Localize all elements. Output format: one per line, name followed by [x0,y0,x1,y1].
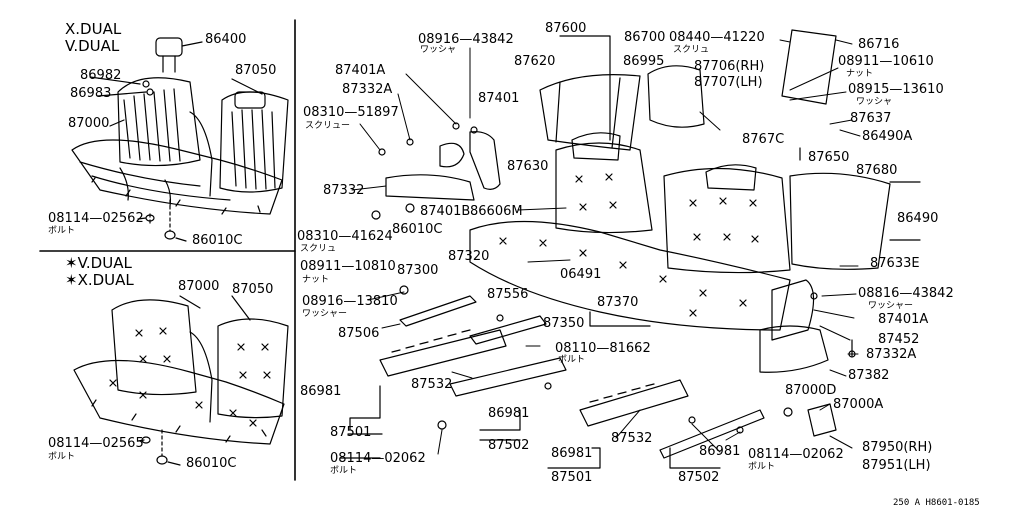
part-label: 08114—02562 [48,211,144,226]
part-label: 08310—41624 [297,229,393,244]
part-sublabel: ワッシャ [420,45,457,55]
part-label: 87370 [597,295,639,310]
part-label: 08911—10810 [300,259,396,274]
part-label: 06491 [560,267,602,282]
part-sublabel: スクリュ [673,45,710,55]
part-label: 87502 [678,470,720,485]
part-sublabel: ナット [846,69,874,79]
part-label: 86010C [392,222,443,237]
part-label: 87000 [178,279,220,294]
part-label: 87332A [342,82,393,97]
part-label: 87630 [507,159,549,174]
part-label: 86490 [897,211,939,226]
part-label: 87000A [833,397,884,412]
part-label: 87950(RH) [862,440,933,455]
seat-assembly-illustration [339,29,921,469]
part-label: 08915—13610 [848,82,944,97]
diagram-reference-code: 250 A H8601-0185 [893,498,980,508]
part-label: 87300 [397,263,439,278]
part-sublabel: スクリュー [305,121,351,131]
part-label: 87401A [335,63,386,78]
part-label: 87600 [545,21,587,36]
part-label: 87502 [488,438,530,453]
part-label: 08916—43842 [418,32,514,47]
part-label: 08816—43842 [858,286,954,301]
part-label: 87000D [785,383,837,398]
panel-title-bottom-line2: ✶X.DUAL [65,271,134,289]
part-label: 87706(RH) [694,59,765,74]
part-label: 87680 [856,163,898,178]
part-label: 08911—10610 [838,54,934,69]
part-label: 08440—41220 [669,30,765,45]
part-label: 87050 [232,282,274,297]
part-label: 87951(LH) [862,458,931,473]
bench-seat-tufted-illustration [73,295,289,466]
part-label: 08114—02062 [330,451,426,466]
part-sublabel: ボルト [748,462,776,472]
part-label: 86981 [488,406,530,421]
part-label: 87382 [848,368,890,383]
part-label: 86995 [623,54,665,69]
part-label: 86981 [551,446,593,461]
part-label: 87401 [478,91,520,106]
part-label: 87501 [330,425,372,440]
part-label: 87401B [420,204,471,219]
part-label: 08310—51897 [303,105,399,120]
part-label: 86981 [300,384,342,399]
part-sublabel: ボルト [48,226,76,236]
part-label: 08114—02565 [48,436,144,451]
part-label: 8767C [742,132,785,147]
part-label: 86983 [70,86,112,101]
part-sublabel: ワッシャー [302,309,348,319]
part-label: 87707(LH) [694,75,763,90]
part-label: 87650 [808,150,850,165]
panel-title-bottom-line1: ✶V.DUAL [65,254,132,272]
part-label: 87506 [338,326,380,341]
part-sublabel: ワッシャ [856,97,893,107]
part-label: 86700 [624,30,666,45]
panel-title-top-line2: V.DUAL [65,37,120,55]
part-sublabel: ボルト [48,452,76,462]
part-sublabel: ボルト [330,466,358,476]
part-sublabel: ボルト [558,355,586,365]
part-sublabel: ナット [302,275,330,285]
part-label: 87556 [487,287,529,302]
part-label: 87532 [411,377,453,392]
part-label: 87620 [514,54,556,69]
part-label: 87401A [878,312,929,327]
part-label: 86716 [858,37,900,52]
part-label: 87050 [235,63,277,78]
part-label: 08110—81662 [555,341,651,356]
part-label: 87452 [878,332,920,347]
part-label: 87332A [866,347,917,362]
part-label: 87637 [850,111,892,126]
part-label: 08916—13810 [302,294,398,309]
part-sublabel: ワッシャー [868,301,914,311]
part-label: 08114—02062 [748,447,844,462]
part-label: 87532 [611,431,653,446]
part-label: 86982 [80,68,122,83]
part-label: 87320 [448,249,490,264]
panel-title-top-line1: X.DUAL [65,20,122,38]
part-sublabel: スクリュ [300,244,337,254]
part-label: 86010C [192,233,243,248]
bench-seat-dual-illustration [71,37,289,242]
part-label: 86606M [470,204,523,219]
part-label: 87633E [870,256,920,271]
part-label: 87000 [68,116,110,131]
part-label: 87332 [323,183,365,198]
part-label: 87350 [543,316,585,331]
part-label: 87501 [551,470,593,485]
part-label: 86400 [205,32,247,47]
part-label: 86490A [862,129,913,144]
part-label: 86010C [186,456,237,471]
part-label: 86981 [699,444,741,459]
